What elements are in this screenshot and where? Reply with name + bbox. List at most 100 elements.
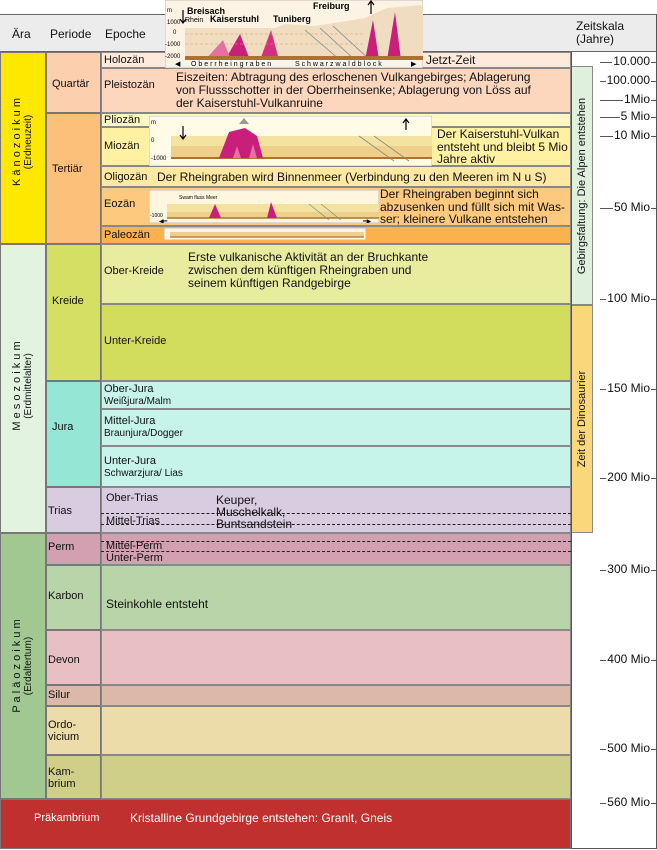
epoch-holozaen-label: Holozän — [104, 54, 145, 66]
period-quartaer — [46, 52, 101, 113]
note-karbon: Steinkohle entsteht — [106, 597, 209, 611]
band-dinosaurier-label: Zeit der Dinosaurier — [576, 370, 588, 468]
perm-dash-2 — [101, 551, 571, 552]
epoch-silur — [101, 685, 571, 706]
epoch-unter-kreide-label: Unter-Kreide — [104, 335, 167, 347]
epoch-unter-perm-label: Unter-Perm — [106, 552, 163, 564]
era-palaeozoikum-sub: (Erdaltertum) — [23, 636, 34, 696]
sketch-label-schwarzwaldblock: S c h w a r z w a l d b l o c k — [295, 61, 382, 68]
epoch-pleistozaen-label: Pleistozän — [104, 79, 155, 91]
epoch-ober-trias-label: Ober-Trias — [106, 492, 159, 504]
epoch-paleozaen-label: Paleozän — [104, 229, 150, 241]
note-oligozaen: Der Rheingraben wird Binnenmeer (Verbind… — [157, 170, 547, 184]
scale-label: 50 Mio — [612, 200, 651, 214]
scale-label: 5 Mio — [619, 109, 651, 123]
period-jura — [46, 381, 101, 487]
sketch-eozaen-label-ym1000: -1000 — [150, 213, 163, 219]
epoch-mittel-trias-label: Mittel-Trias — [106, 515, 160, 527]
epoch-trias — [101, 487, 571, 533]
sketch-label-ym1000: -1000 — [165, 42, 181, 48]
era-kaenozoikum-sub: (Erdneuzeit) — [23, 114, 34, 170]
header-zeitskala: Zeitskala (Jahre) — [576, 19, 625, 46]
scale-label: 10.000 — [612, 54, 651, 68]
period-tertiaer — [46, 113, 101, 244]
era-mesozoikum — [0, 244, 46, 533]
epoch-mittel-jura-sub: Braunjura/Dogger — [104, 428, 183, 439]
note-jetzt-zeit: Jetzt-Zeit — [426, 53, 476, 67]
period-perm-label: Perm — [48, 541, 75, 553]
era-mesozoikum-sub: (Erdmittelalter) — [23, 353, 34, 419]
era-palaeozoikum-name: P a l ä o z o i k u m — [11, 619, 23, 713]
era-palaeozoikum — [0, 533, 46, 799]
sketch-miozaen-label-y0: 0 — [151, 138, 155, 144]
epoch-praekambrium-label: Präkambrium — [34, 812, 100, 824]
note-pleistozaen: Eiszeiten: Abtragung des erloschenen Vul… — [176, 70, 531, 110]
epoch-mittel-jura-label: Mittel-Jura — [104, 415, 156, 427]
sketch-miozaen-profile: m 0 -1000 — [149, 116, 432, 166]
sketch-eozaen-arrow-left: ◀━ — [159, 219, 168, 223]
period-silur — [46, 685, 101, 706]
scale-label: 10 Mio — [612, 128, 651, 142]
epoch-mittel-jura — [101, 409, 571, 446]
sketch-arrow-right: ▶ — [411, 61, 417, 68]
period-devon-label: Devon — [48, 654, 80, 666]
trias-dash-1 — [101, 513, 571, 514]
epoch-ober-kreide — [101, 244, 571, 304]
epoch-karbon — [101, 565, 571, 630]
epoch-ober-jura-sub: Weißjura/Malm — [104, 396, 172, 407]
scale-label: 200 Mio — [606, 470, 651, 484]
scale-label: 1Mio — [622, 92, 651, 106]
scale-label: 100.000 — [605, 73, 651, 87]
sketch-uplift-arrow-icon — [367, 0, 375, 14]
scale-label: 500 Mio — [606, 741, 651, 755]
header-periode: Periode — [50, 27, 92, 41]
period-perm — [46, 533, 101, 565]
era-palaeozoikum-label: P a l ä o z o i k u m (Erdaltertum) — [11, 576, 35, 756]
period-silur-label: Silur — [48, 689, 71, 701]
sketch-eozaen-label: Swam fluss Meer — [179, 195, 218, 201]
scale-axis — [571, 52, 572, 849]
epoch-oligozaen — [101, 166, 571, 187]
sketch-arrow-left: ◀ — [175, 61, 181, 68]
sketch-miozaen-label-m: m — [151, 120, 156, 126]
epoch-ordovicium — [101, 706, 571, 755]
sketch-eozaen-profile: Swam fluss Meer -1000 ◀━ ━▶ — [149, 190, 379, 223]
period-jura-label: Jura — [52, 421, 74, 433]
epoch-ober-jura-label: Ober-Jura — [104, 383, 154, 395]
frame-bottom — [571, 848, 657, 849]
period-kreide — [46, 244, 101, 381]
note-trias: Keuper, Muschelkalk, Buntsandstein — [216, 493, 293, 531]
period-ordovicium-label: Ordo- vicium — [48, 719, 80, 743]
period-kambrium-label: Kam- brium — [48, 766, 76, 790]
perm-dash-1 — [101, 541, 571, 542]
epoch-ober-kreide-label: Ober-Kreide — [104, 265, 164, 277]
period-trias-label: Trias — [48, 505, 73, 517]
sketch-miozaen-label-ym1000: -1000 — [151, 156, 167, 162]
scale-label: 560 Mio — [606, 795, 651, 809]
sketch-label-m: m — [167, 8, 172, 14]
sketch-paleozaen-profile — [164, 228, 366, 240]
period-ordovicium — [46, 706, 101, 755]
epoch-perm — [101, 533, 571, 565]
sketch-label-kaiserstuhl: Kaiserstuhl — [210, 14, 259, 24]
epoch-pleistozaen — [101, 68, 571, 113]
sketch-miozaen-down-arrow-icon — [179, 126, 187, 140]
sketch-eozaen-arrow-right: ━▶ — [362, 219, 372, 223]
header-aera: Ära — [12, 27, 31, 41]
scale-label: 150 Mio — [606, 381, 651, 395]
era-kaenozoikum-label: K ä n o z o i k u m (Erdneuzeit) — [11, 52, 35, 232]
epoch-eozaen-label: Eozän — [104, 198, 136, 210]
sketch-label-oberrheingraben: O b e r r h e i n g r a b e n — [191, 61, 271, 68]
sketch-miozaen-up-arrow-icon — [402, 118, 410, 130]
epoch-oligozaen-label: Oligozän — [104, 171, 148, 183]
era-mesozoikum-name: M e s o z o i k u m — [11, 341, 23, 431]
epoch-unter-kreide — [101, 304, 571, 381]
epoch-unter-jura-sub: Schwarzjura/ Lias — [104, 468, 183, 479]
epoch-unter-jura-label: Unter-Jura — [104, 455, 156, 467]
note-eozaen: Der Rheingraben beginnt sich abzusenken … — [380, 187, 565, 226]
note-praekambrium: Kristalline Grundgebirge entstehen: Gran… — [130, 811, 393, 825]
trias-dash-2 — [101, 524, 571, 525]
sketch-label-freiburg: Freiburg — [313, 1, 350, 11]
header-epoche: Epoche — [105, 27, 146, 41]
epoch-kambrium — [101, 755, 571, 799]
